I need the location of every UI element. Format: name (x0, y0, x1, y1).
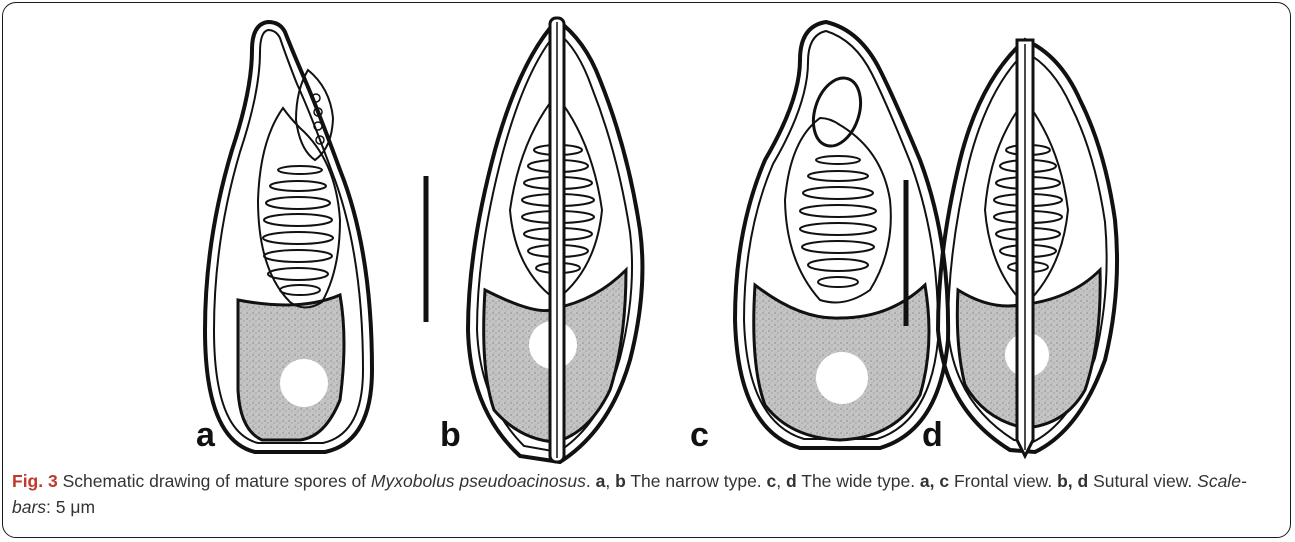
caption-sep-1: , (605, 471, 615, 491)
caption-letter-d: d (786, 471, 797, 491)
spore-c (735, 22, 948, 448)
panel-label-d: d (922, 418, 943, 452)
spore-a (205, 22, 372, 452)
species-name: Myxobolus pseudoacinosus (371, 471, 586, 491)
panel-label-b: b (440, 418, 461, 452)
caption-text-6: Sutural view. (1088, 471, 1197, 491)
caption-letter-c: c (767, 471, 777, 491)
caption-text-4: The wide type. (797, 471, 920, 491)
spore-a-coil (263, 166, 333, 295)
caption-text-5: Frontal view. (949, 471, 1057, 491)
figure-caption: Fig. 3 Schematic drawing of mature spore… (12, 468, 1277, 520)
caption-text-1: Schematic drawing of mature spores of (58, 471, 371, 491)
caption-text-2: . (586, 471, 596, 491)
caption-letter-a: a (596, 471, 606, 491)
scale-bars-value: : 5 μm (46, 497, 95, 517)
figure-label: Fig. 3 (12, 471, 58, 491)
spore-a-vacuole (280, 359, 328, 407)
spore-c-vacuole (816, 352, 868, 404)
caption-text-3: The narrow type. (626, 471, 767, 491)
spore-d (938, 40, 1117, 456)
panel-label-a: a (196, 418, 215, 452)
spore-c-coil (800, 156, 876, 287)
spore-figure (0, 0, 1295, 470)
caption-letters-ac: a, c (920, 471, 949, 491)
caption-letters-bd: b, d (1057, 471, 1088, 491)
caption-letter-b: b (615, 471, 626, 491)
caption-sep-2: , (776, 471, 786, 491)
spore-b (468, 18, 642, 462)
panel-label-c: c (690, 418, 709, 452)
